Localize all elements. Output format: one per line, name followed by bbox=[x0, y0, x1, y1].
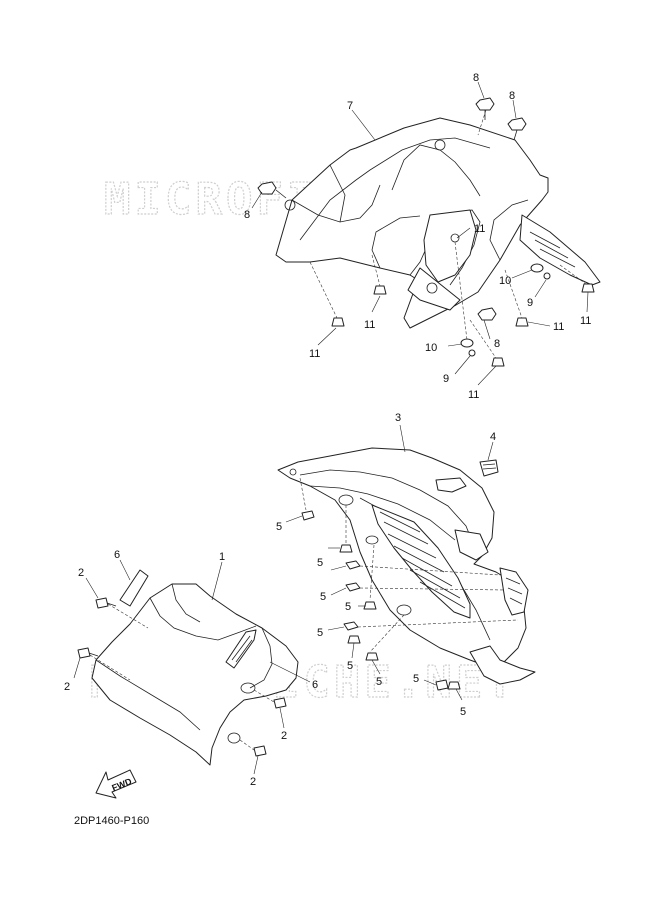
callout-5-b: 5 bbox=[317, 557, 323, 569]
collar-10-b[interactable] bbox=[460, 338, 474, 348]
clip-5-c[interactable] bbox=[345, 560, 361, 570]
bolt-8-left[interactable] bbox=[257, 181, 287, 199]
clip-5-i[interactable] bbox=[435, 679, 449, 691]
bolt-8-lower[interactable] bbox=[477, 307, 497, 321]
callout-8-top: 8 bbox=[473, 72, 479, 84]
emblem-part-6[interactable] bbox=[119, 569, 149, 607]
callout-2-c: 2 bbox=[281, 730, 287, 742]
nut-11-c[interactable] bbox=[515, 317, 529, 327]
clip-5-f[interactable] bbox=[343, 621, 359, 631]
grommet-part-4[interactable] bbox=[479, 459, 499, 477]
callout-5-f: 5 bbox=[347, 660, 353, 672]
nut-11-e[interactable] bbox=[491, 357, 505, 367]
callout-5-h: 5 bbox=[413, 673, 419, 685]
callout-8-right: 8 bbox=[509, 90, 515, 102]
nut-11-b[interactable] bbox=[373, 285, 387, 295]
clip-5-h[interactable] bbox=[365, 652, 379, 661]
callout-3: 3 bbox=[395, 412, 401, 424]
front-fender-part-1[interactable] bbox=[91, 583, 299, 766]
bolt-2-d[interactable] bbox=[253, 745, 267, 757]
callout-10-b: 10 bbox=[425, 342, 437, 354]
callout-6-a: 6 bbox=[114, 549, 120, 561]
callout-9-a: 9 bbox=[527, 297, 533, 309]
callout-1: 1 bbox=[219, 551, 225, 563]
bolt-8-top[interactable] bbox=[475, 97, 495, 120]
nut-11-d[interactable] bbox=[581, 283, 595, 293]
bolt-2-c[interactable] bbox=[273, 697, 287, 709]
side-cover-part-3[interactable] bbox=[277, 447, 536, 685]
callout-8-left: 8 bbox=[244, 209, 250, 221]
callout-11-e: 11 bbox=[309, 348, 320, 360]
bolt-2-a[interactable] bbox=[95, 597, 117, 609]
callout-5-e: 5 bbox=[317, 627, 323, 639]
clip-5-j[interactable] bbox=[447, 681, 461, 690]
bolt-2-b[interactable] bbox=[77, 647, 99, 659]
callout-2-b: 2 bbox=[64, 681, 70, 693]
callout-5-c: 5 bbox=[320, 591, 326, 603]
callout-9-b: 9 bbox=[443, 373, 449, 385]
callout-11-c: 11 bbox=[580, 315, 591, 327]
clip-5-a[interactable] bbox=[301, 510, 315, 521]
clip-5-b[interactable] bbox=[339, 544, 353, 553]
callout-6-b: 6 bbox=[312, 679, 318, 691]
inner-panel-part-7[interactable] bbox=[275, 117, 601, 329]
callout-2-a: 2 bbox=[78, 567, 84, 579]
callout-11-b: 11 bbox=[553, 321, 564, 333]
screw-9-b[interactable] bbox=[468, 349, 476, 357]
callout-5-i: 5 bbox=[460, 706, 466, 718]
callout-11-f: 11 bbox=[468, 389, 479, 401]
callout-5-d: 5 bbox=[345, 601, 351, 613]
collar-10-a[interactable] bbox=[530, 263, 544, 273]
callout-5-a: 5 bbox=[276, 521, 282, 533]
diagram-code: 2DP1460-P160 bbox=[74, 815, 149, 827]
callout-2-d: 2 bbox=[250, 776, 256, 788]
fwd-arrow-icon: FWD bbox=[95, 769, 137, 799]
nut-11-a[interactable] bbox=[331, 317, 345, 327]
clip-5-d[interactable] bbox=[345, 582, 361, 592]
callout-5-g: 5 bbox=[376, 676, 382, 688]
callout-7: 7 bbox=[347, 100, 353, 112]
bolt-8-right[interactable] bbox=[507, 117, 527, 141]
clip-5-e[interactable] bbox=[363, 601, 377, 610]
clip-5-g[interactable] bbox=[347, 635, 361, 644]
callout-11-d: 11 bbox=[364, 319, 375, 331]
callout-11-a: 11 bbox=[474, 223, 485, 235]
callout-4: 4 bbox=[490, 431, 496, 443]
callout-8-lower: 8 bbox=[494, 338, 500, 350]
screw-9-a[interactable] bbox=[543, 272, 551, 280]
callout-10-a: 10 bbox=[499, 275, 511, 287]
